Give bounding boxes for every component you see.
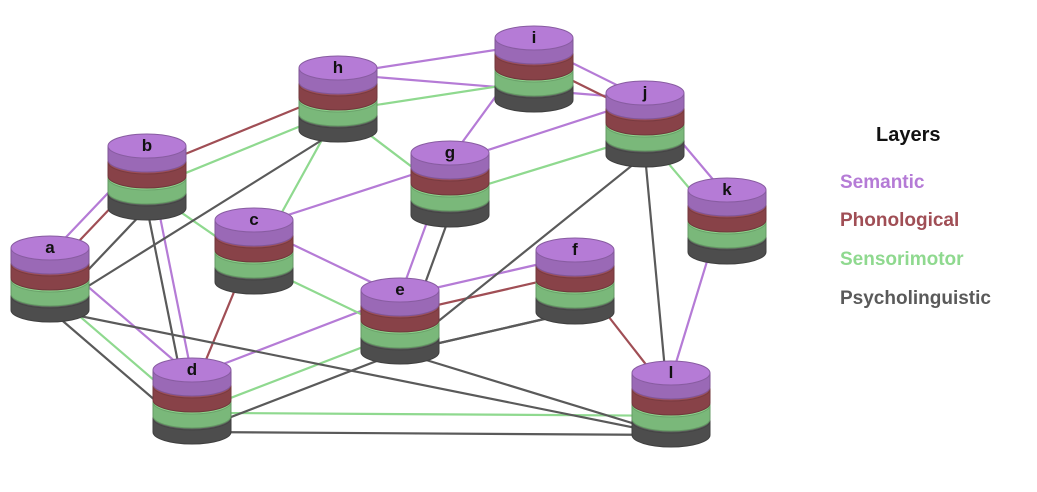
- node-label-i: i: [532, 28, 537, 47]
- nodes-group: i h j b g k c a f e d l: [10, 25, 767, 448]
- node-k: k: [687, 177, 767, 265]
- node-label-f: f: [572, 240, 578, 259]
- node-c-semantic-cap: [214, 207, 294, 233]
- node-j-semantic-cap: [605, 80, 685, 106]
- node-label-l: l: [669, 363, 674, 382]
- node-g: g: [410, 140, 490, 228]
- legend-item-phonological: Phonological: [840, 210, 960, 231]
- edge-psycholinguistic-e-l: [398, 350, 673, 437]
- edge-psycholinguistic-a-h: [48, 128, 340, 312]
- node-f: f: [535, 237, 615, 325]
- edge-psycholinguistic-a-l: [48, 308, 673, 437]
- node-label-e: e: [395, 280, 404, 299]
- node-label-d: d: [187, 360, 197, 379]
- node-i-semantic-cap: [494, 25, 574, 51]
- node-e: e: [360, 277, 440, 365]
- node-label-j: j: [642, 83, 648, 102]
- node-label-c: c: [249, 210, 258, 229]
- node-label-g: g: [445, 143, 455, 162]
- node-d-semantic-cap: [152, 357, 232, 383]
- node-j: j: [605, 80, 685, 168]
- node-label-k: k: [722, 180, 732, 199]
- edge-psycholinguistic-d-l: [190, 430, 673, 437]
- legend-item-sensorimotor: Sensorimotor: [840, 249, 964, 270]
- node-h-semantic-cap: [298, 55, 378, 81]
- node-k-semantic-cap: [687, 177, 767, 203]
- legend-item-semantic: Semantic: [840, 172, 925, 193]
- node-a: a: [10, 235, 90, 323]
- node-b: b: [107, 133, 187, 221]
- node-l-semantic-cap: [631, 360, 711, 386]
- node-g-semantic-cap: [410, 140, 490, 166]
- legend-title: Layers: [876, 124, 941, 146]
- legend-item-psycholinguistic: Psycholinguistic: [840, 288, 991, 309]
- node-label-b: b: [142, 136, 152, 155]
- node-l: l: [631, 360, 711, 448]
- node-c: c: [214, 207, 294, 295]
- edge-sensorimotor-d-l: [190, 411, 673, 417]
- node-label-a: a: [45, 238, 55, 257]
- node-label-h: h: [333, 58, 343, 77]
- node-b-semantic-cap: [107, 133, 187, 159]
- node-e-semantic-cap: [360, 277, 440, 303]
- edge-psycholinguistic-e-j: [398, 153, 647, 354]
- node-f-semantic-cap: [535, 237, 615, 263]
- node-d: d: [152, 357, 232, 445]
- node-h: h: [298, 55, 378, 143]
- node-a-semantic-cap: [10, 235, 90, 261]
- node-i: i: [494, 25, 574, 113]
